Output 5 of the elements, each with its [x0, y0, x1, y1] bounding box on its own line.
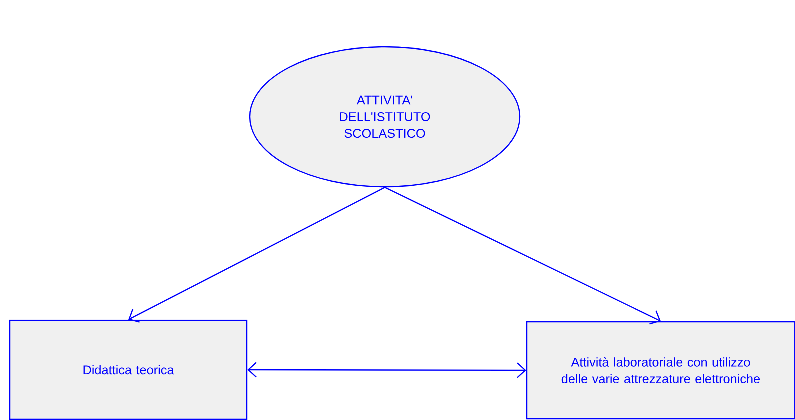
arrow	[248, 362, 526, 378]
activity-box: Attività laboratoriale con utilizzo delle varie attrezzature elettroniche	[526, 321, 795, 420]
arrow	[128, 187, 386, 323]
arrow	[384, 187, 661, 325]
activity-box: Didattica teorica	[9, 320, 248, 420]
